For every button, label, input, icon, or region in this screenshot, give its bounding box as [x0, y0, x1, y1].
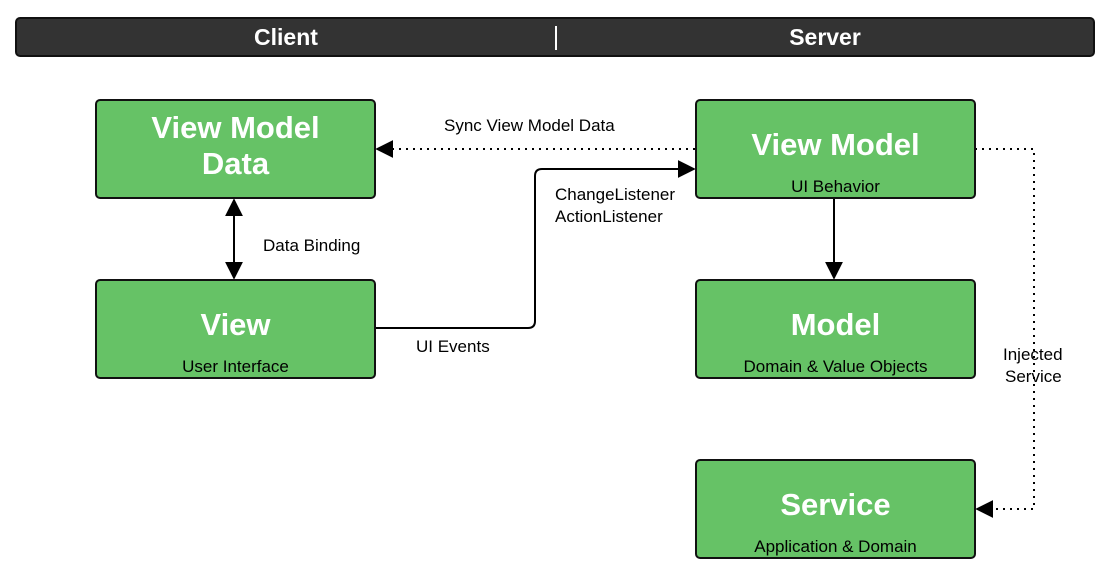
ui-events-arrow: [375, 160, 696, 329]
view-model-title: View Model: [751, 127, 920, 162]
view-model-box: View Model UI Behavior: [695, 99, 976, 199]
service-box: Service Application & Domain: [695, 459, 976, 559]
injected-label: Injected: [1003, 345, 1063, 364]
view-model-data-title-2: Data: [201, 146, 270, 181]
view-model-data-box: View Model Data: [95, 99, 376, 199]
model-subtitle: Domain & Value Objects: [743, 357, 928, 376]
model-box: Model Domain & Value Objects: [695, 279, 976, 379]
header-bar: Client Server: [15, 17, 1095, 57]
header-divider: [555, 26, 557, 50]
ui-events-label: UI Events: [416, 337, 490, 356]
change-listener-label: ChangeListener: [555, 185, 676, 204]
service-subtitle: Application & Domain: [754, 537, 917, 556]
view-title: View: [200, 307, 271, 342]
injected-service-label: Service: [1005, 367, 1062, 386]
view-subtitle: User Interface: [182, 357, 289, 376]
service-title: Service: [780, 487, 891, 522]
client-header: Client: [254, 24, 318, 50]
action-listener-label: ActionListener: [555, 207, 663, 226]
view-model-subtitle: UI Behavior: [791, 177, 880, 196]
server-header: Server: [789, 24, 861, 50]
injected-service-arrow: [975, 148, 1035, 518]
sync-label: Sync View Model Data: [444, 116, 615, 135]
view-model-data-title-1: View Model: [151, 110, 320, 145]
data-binding-label: Data Binding: [263, 236, 361, 255]
model-title: Model: [790, 307, 881, 342]
view-box: View User Interface: [95, 279, 376, 379]
